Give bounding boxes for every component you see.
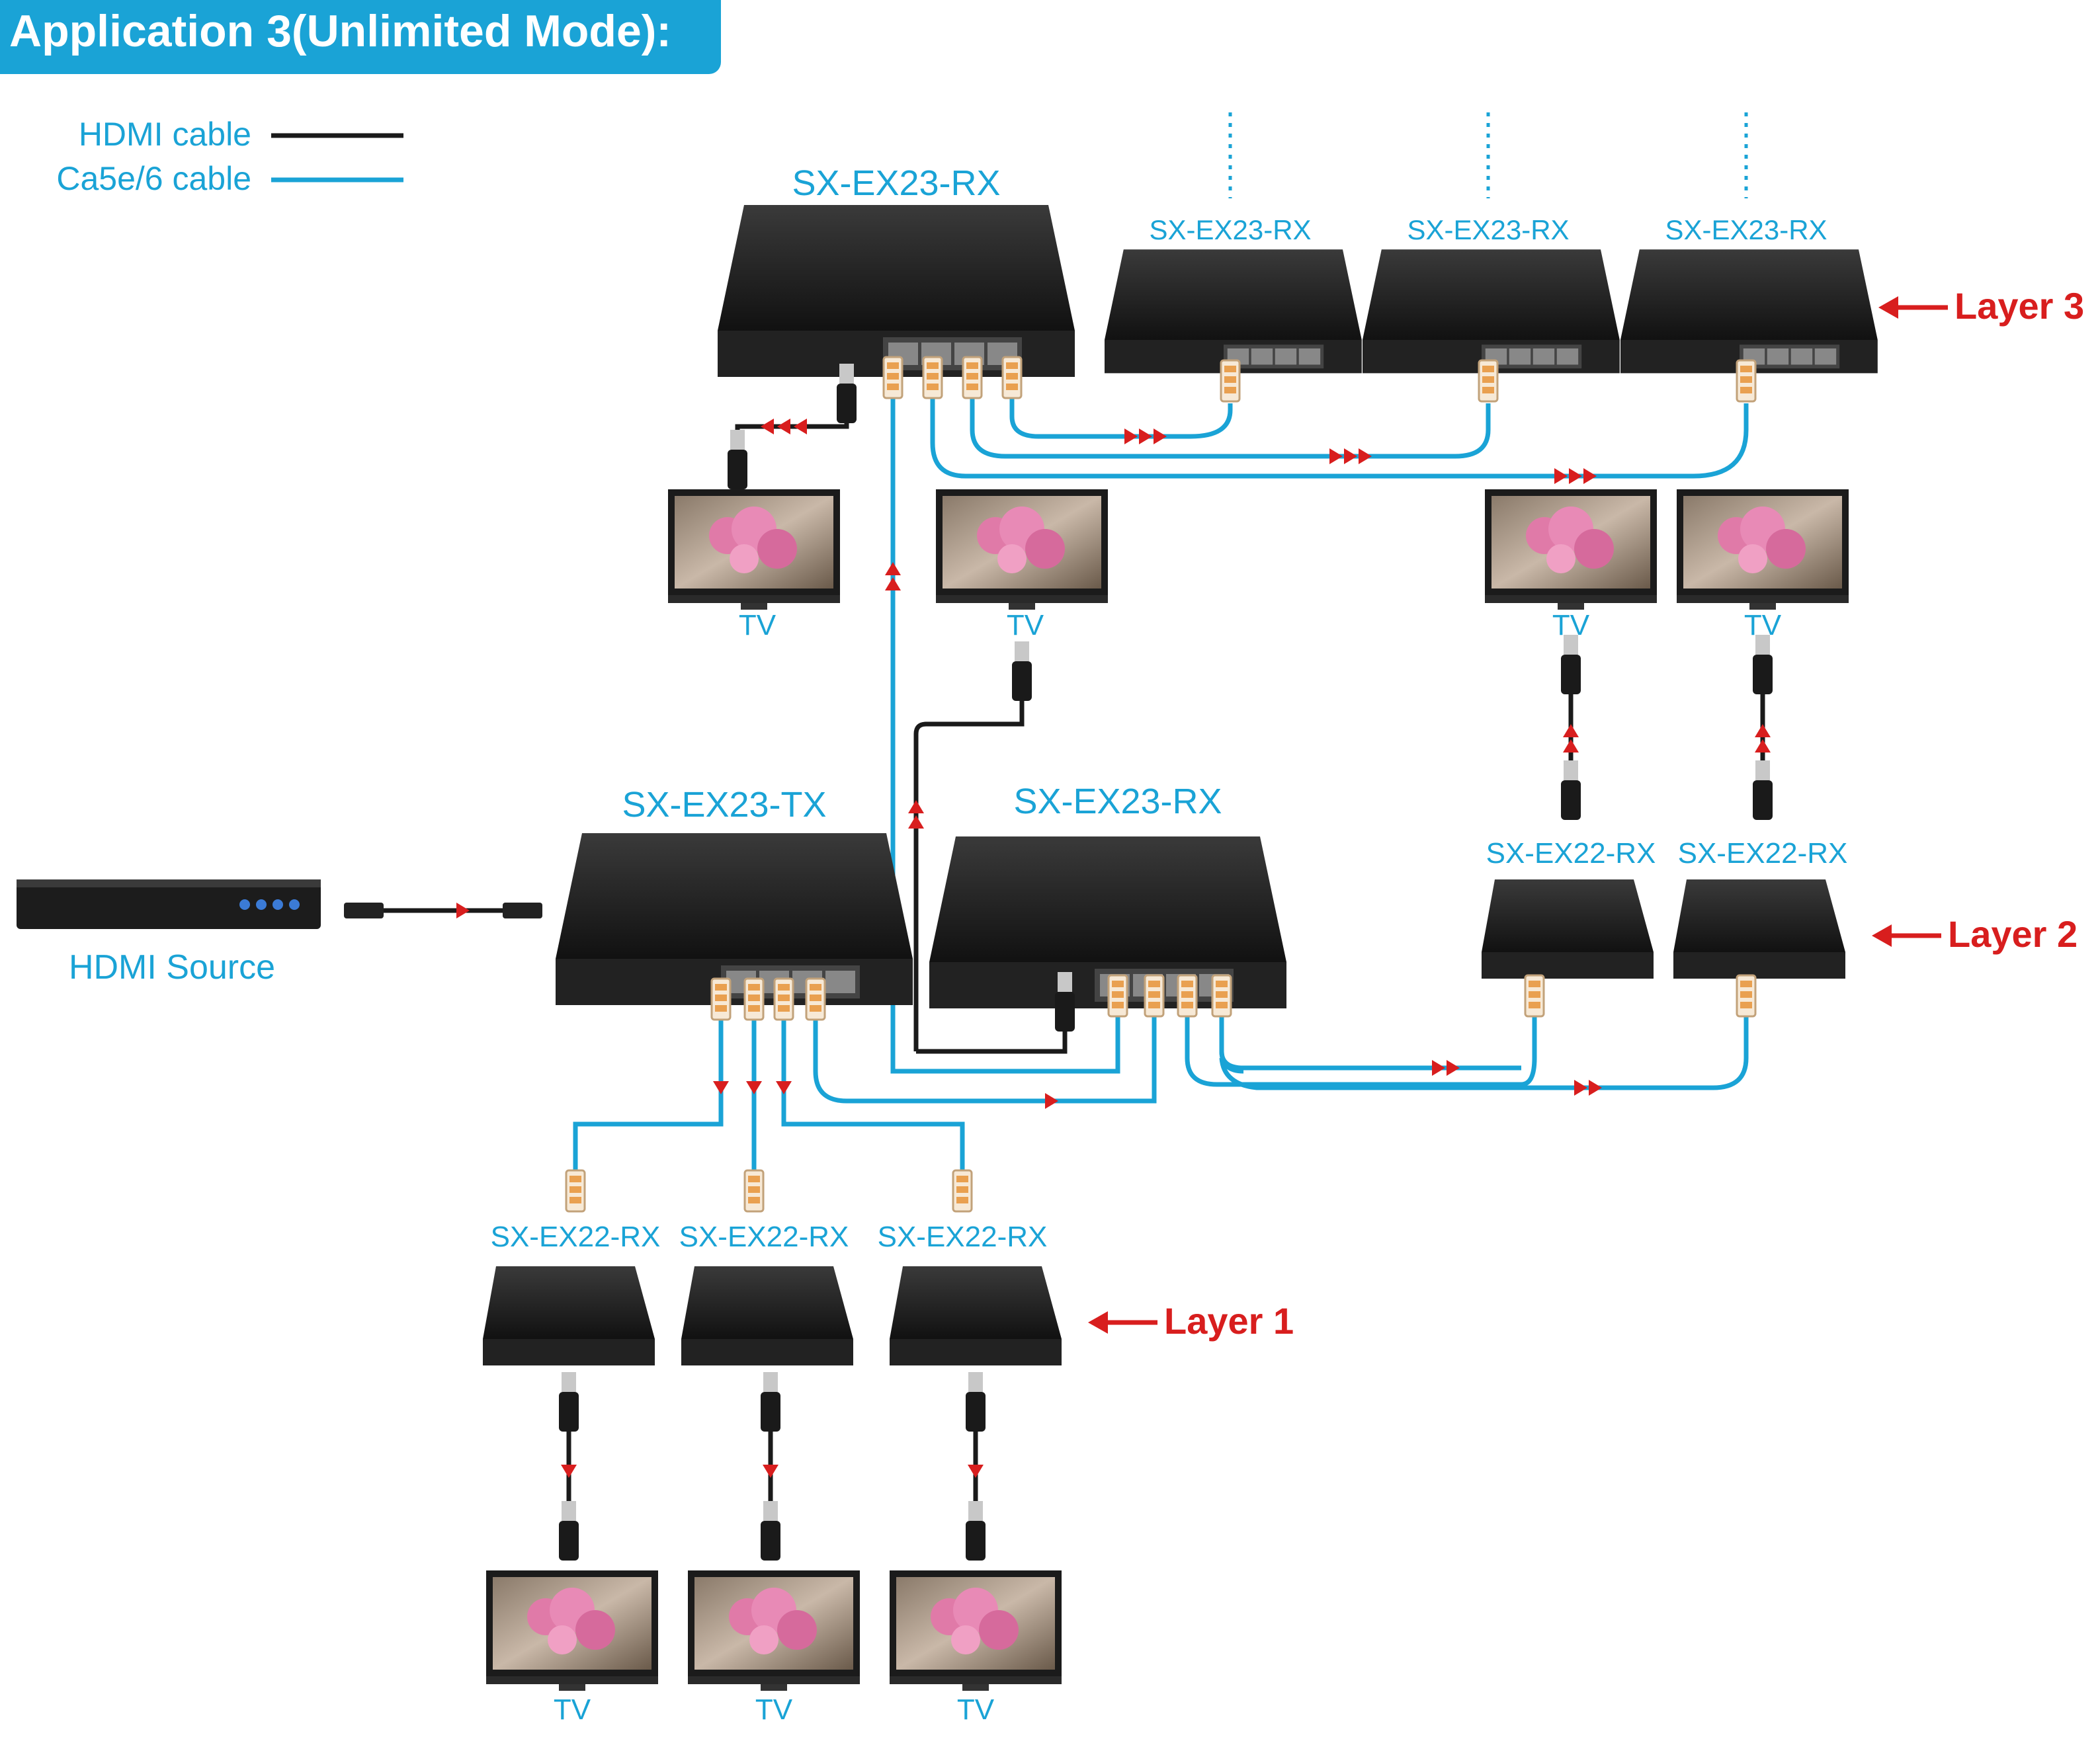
page-title: Application 3(Unlimited Mode): xyxy=(9,6,672,56)
layer-2-label: Layer 2 xyxy=(1948,913,2078,955)
layer-markers xyxy=(1088,296,1948,1334)
tv-screen xyxy=(890,1570,1062,1691)
tv-label: TV xyxy=(554,1693,591,1726)
tv-label: TV xyxy=(739,609,777,641)
rx-l3-c-label: SX-EX23-RX xyxy=(1665,214,1827,245)
tv-screen xyxy=(486,1570,658,1691)
rx-l3-b-label: SX-EX23-RX xyxy=(1407,214,1569,245)
sx-ex23-rx-l3-a xyxy=(1105,249,1362,374)
sx-ex22-rx-l1-c xyxy=(890,1266,1062,1365)
rx-mid-label: SX-EX23-RX xyxy=(1013,782,1222,821)
tv-screen xyxy=(688,1570,860,1691)
sx-ex23-tx xyxy=(556,833,913,1005)
rx22-l1-b-label: SX-EX22-RX xyxy=(679,1221,849,1253)
tv-screen xyxy=(936,489,1108,610)
tx-label: SX-EX23-TX xyxy=(622,785,826,825)
tv-screen xyxy=(668,489,840,610)
title-banner: Application 3(Unlimited Mode): xyxy=(0,0,721,74)
tv-label: TV xyxy=(1007,609,1044,641)
sx-ex22-rx-l1-a xyxy=(483,1266,655,1365)
tv-label: TV xyxy=(1552,609,1590,641)
rx-top-label: SX-EX23-RX xyxy=(792,163,1000,203)
rx22-l2-b-label: SX-EX22-RX xyxy=(1678,837,1848,870)
layer-1-label: Layer 1 xyxy=(1164,1300,1294,1342)
tv-screen xyxy=(1485,489,1657,610)
tv-label: TV xyxy=(1744,609,1782,641)
signal-arrows xyxy=(456,419,1771,1478)
hdmi-source-label: HDMI Source xyxy=(69,948,275,987)
rx-l3-a-label: SX-EX23-RX xyxy=(1149,214,1311,245)
tv-screen xyxy=(1677,489,1849,610)
sx-ex22-rx-l1-b xyxy=(681,1266,853,1365)
hdmi-source-player xyxy=(17,879,542,929)
rx22-l1-c-label: SX-EX22-RX xyxy=(878,1221,1048,1253)
sx-ex23-rx-top xyxy=(718,205,1075,377)
sx-ex23-rx-l3-b xyxy=(1363,249,1620,374)
hdmi-legend-label: HDMI cable xyxy=(79,116,251,153)
sx-ex22-rx-l2-a xyxy=(1482,879,1654,979)
rx22-l2-a-label: SX-EX22-RX xyxy=(1486,837,1656,870)
tv-label: TV xyxy=(755,1693,793,1726)
cat-legend-label: Ca5e/6 cable xyxy=(56,160,251,197)
sx-ex22-rx-l2-b xyxy=(1673,879,1845,979)
tv-label: TV xyxy=(957,1693,995,1726)
rx22-l1-a-label: SX-EX22-RX xyxy=(491,1221,661,1253)
layer-3-label: Layer 3 xyxy=(1954,285,2084,327)
sx-ex23-rx-l3-c xyxy=(1620,249,1878,374)
cat-cables xyxy=(573,397,1749,1177)
